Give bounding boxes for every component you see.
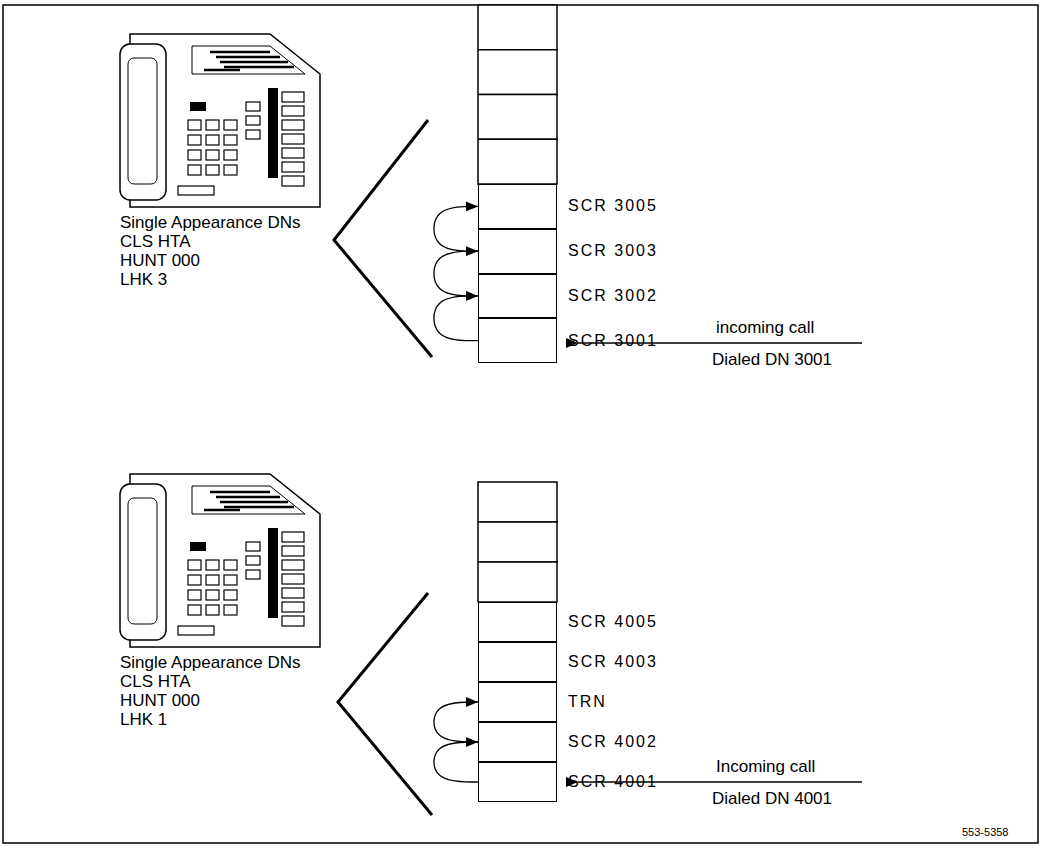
key-label: SCR 4005 xyxy=(568,613,658,631)
text-label: Single Appearance DNs xyxy=(120,213,301,233)
key-box: SCR 3001 xyxy=(478,318,557,363)
frame xyxy=(3,5,1038,843)
key-label: SCR 3005 xyxy=(568,197,658,215)
telephone-set xyxy=(120,474,320,647)
incoming-call-arrow xyxy=(578,343,862,782)
hunt-arrow xyxy=(434,251,478,296)
text-label: incoming call xyxy=(716,318,814,338)
key-box: SCR 4001 xyxy=(478,762,557,802)
key-label: SCR 4003 xyxy=(568,653,658,671)
key-label: SCR 4001 xyxy=(568,773,658,791)
key-box: SCR 4005 xyxy=(478,602,557,642)
expand-lines xyxy=(334,120,432,815)
text-label: Incoming call xyxy=(716,757,815,777)
hunt-arrow xyxy=(434,296,478,341)
text-label: 553-5358 xyxy=(962,826,1009,838)
hunt-arrow xyxy=(434,702,478,742)
key-box: TRN xyxy=(478,682,557,722)
key-strip xyxy=(478,5,557,602)
key-box: SCR 3002 xyxy=(478,274,557,319)
text-label: CLS HTA xyxy=(120,672,191,692)
text-label: Dialed DN 3001 xyxy=(712,350,832,370)
key-label: SCR 3002 xyxy=(568,287,658,305)
hunt-arrow xyxy=(434,206,478,251)
text-label: HUNT 000 xyxy=(120,251,200,271)
text-label: LHK 3 xyxy=(120,270,167,290)
text-label: Dialed DN 4001 xyxy=(712,789,832,809)
key-box: SCR 4003 xyxy=(478,642,557,682)
text-label: LHK 1 xyxy=(120,710,167,730)
key-box: SCR 3005 xyxy=(478,184,557,229)
key-box: SCR 4002 xyxy=(478,722,557,762)
key-label: SCR 3003 xyxy=(568,242,658,260)
text-label: HUNT 000 xyxy=(120,691,200,711)
telephone-set xyxy=(120,34,320,207)
key-label: TRN xyxy=(568,693,607,711)
text-label: Single Appearance DNs xyxy=(120,653,301,673)
hunt-arrow xyxy=(434,742,478,782)
key-label: SCR 3001 xyxy=(568,332,658,350)
key-box: SCR 3003 xyxy=(478,229,557,274)
text-label: CLS HTA xyxy=(120,232,191,252)
key-label: SCR 4002 xyxy=(568,733,658,751)
